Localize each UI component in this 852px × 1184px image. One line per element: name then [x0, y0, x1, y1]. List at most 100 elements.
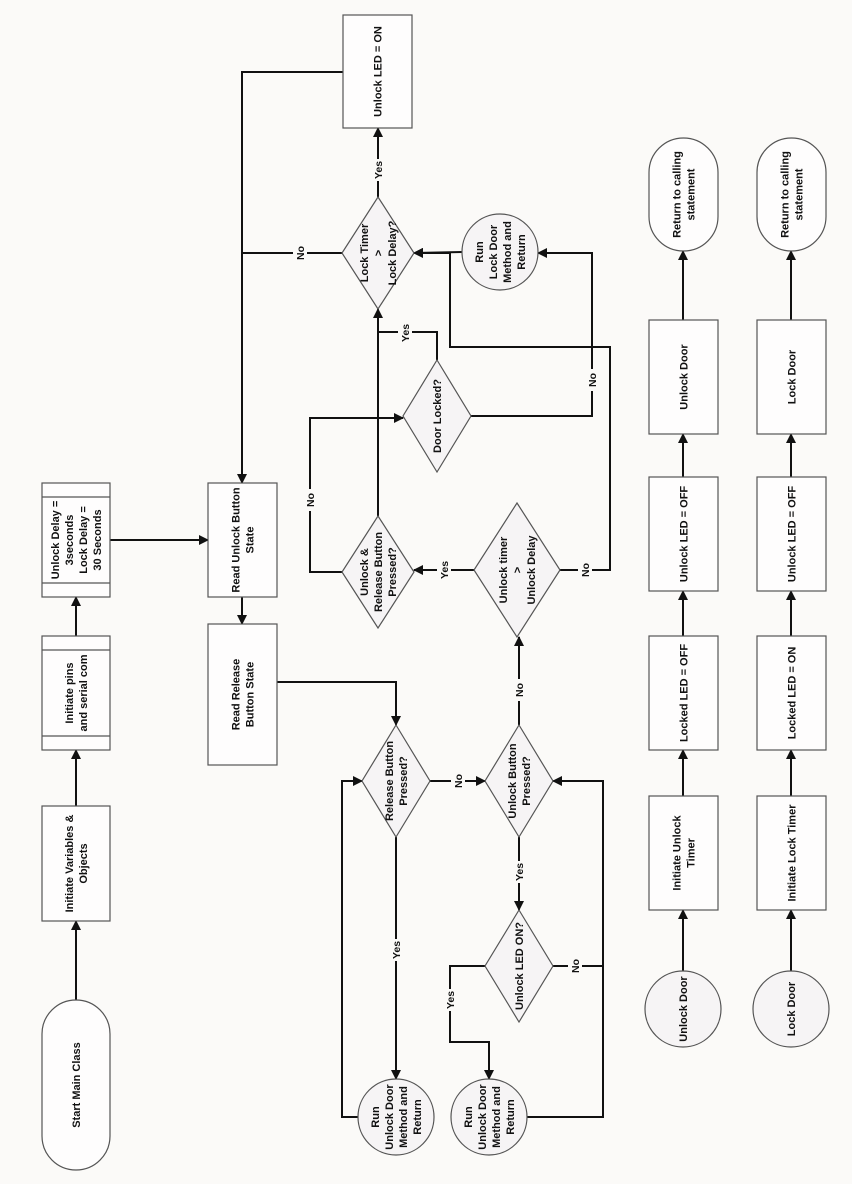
sub-lock-start-node: Lock Door: [752, 970, 830, 1048]
label-line: Initiate Lock Timer: [787, 804, 799, 902]
edge-label-yes: Yes: [373, 161, 385, 179]
label-line: Initiate Variables &: [64, 815, 76, 913]
label-line: Initiate Unlock: [672, 815, 684, 891]
label-line: Timer: [686, 837, 698, 867]
label-line: statement: [794, 168, 806, 220]
label-line: Pressed?: [398, 756, 410, 806]
edge-label-no: No: [580, 563, 592, 577]
edge-label-no: No: [570, 959, 582, 973]
door-locked-yes-arrow: [378, 331, 438, 360]
label-line: statement: [686, 168, 698, 220]
sub-unlock-unlock-led-label: Unlock LED = OFF: [679, 486, 691, 583]
start-label: Start Main Class: [71, 1042, 83, 1128]
unlock-led-on-q-label: Unlock LED ON?: [514, 922, 526, 1010]
label-line: Unlock Button: [507, 743, 519, 818]
label-line: Return to calling: [672, 151, 684, 238]
sub-lock-action-node: Lock Door: [756, 319, 827, 435]
label-line: Unlock LED = OFF: [787, 486, 799, 583]
label-line: Objects: [78, 843, 90, 883]
label-line: Lock Door: [787, 349, 799, 404]
sub-lock-unlock-led-label: Unlock LED = OFF: [787, 486, 799, 583]
label-line: Unlock Door: [678, 976, 690, 1042]
label-line: Unlock Door: [477, 1084, 489, 1150]
label-line: Unlock Door: [384, 1084, 396, 1150]
unlock-led-yes-arrow: [449, 965, 494, 1080]
label-line: >: [512, 567, 524, 573]
connectors: [71, 71, 796, 1118]
door-locked-no-arrow: [471, 248, 593, 417]
sub-unlock-locked-led-label: Locked LED = OFF: [679, 644, 691, 742]
lock-timer-q-node: Lock Timer>Lock Delay?: [341, 195, 415, 311]
label-line: Read Unlock Button: [231, 487, 243, 592]
label-line: Method and: [398, 1086, 410, 1148]
edge-label-no: No: [514, 683, 526, 697]
sub-lock-timer-label: Initiate Lock Timer: [787, 804, 799, 902]
edge-label-no: No: [453, 774, 465, 788]
read-release-to-release-pressed-arrow: [277, 681, 401, 726]
sub-lock-locked-led-node: Locked LED = ON: [756, 635, 827, 751]
label-line: Unlock Delay: [526, 535, 538, 605]
label-line: State: [245, 527, 257, 554]
label-line: Lock Delay =: [78, 506, 90, 574]
sub-unlock-start-node: Unlock Door: [644, 970, 722, 1048]
sub-lock-timer-node: Initiate Lock Timer: [756, 795, 827, 911]
label-line: Run: [463, 1106, 475, 1128]
label-line: Run: [370, 1106, 382, 1128]
sub-unlock-action-label: Unlock Door: [679, 344, 691, 410]
unlock-timer-q-node: Unlock timer>Unlock Delay: [473, 501, 561, 639]
sub-unlock-unlock-led-node: Unlock LED = OFF: [648, 476, 719, 592]
unlock-led-on-label: Unlock LED = ON: [373, 26, 385, 117]
run-lock-to-lock-timer-arrow: [413, 247, 463, 258]
sub-lock-unlock-led-node: Unlock LED = OFF: [756, 476, 827, 592]
edge-label-yes: Yes: [400, 324, 412, 342]
label-line: Start Main Class: [71, 1042, 83, 1128]
label-line: Unlock LED ON?: [514, 922, 526, 1010]
label-line: Method and: [491, 1086, 503, 1148]
edge-label-yes: Yes: [439, 561, 451, 579]
label-line: Pressed?: [521, 756, 533, 806]
label-line: Lock Door: [488, 224, 500, 279]
edge-label-yes: Yes: [391, 941, 403, 959]
edge-label-no: No: [587, 373, 599, 387]
label-line: Pressed?: [387, 547, 399, 597]
init-vars-label: Initiate Variables &Objects: [64, 815, 90, 913]
label-line: Unlock Delay =: [50, 501, 62, 580]
label-line: Return to calling: [780, 151, 792, 238]
unlock-led-on-node: Unlock LED = ON: [342, 14, 413, 129]
label-line: Lock Delay?: [387, 220, 399, 285]
run-unlock-2-loop-arrow: [527, 776, 604, 1118]
unlock-on-to-read-unlock-arrow: [237, 71, 343, 484]
init-vars-node: Initiate Variables &Objects: [41, 805, 111, 922]
nodes: Start Main Class Initiate Variables &Obje…: [41, 14, 830, 1171]
label-line: 3seconds: [64, 515, 76, 566]
start-node: Start Main Class: [41, 999, 111, 1171]
sub-unlock-action-node: Unlock Door: [648, 319, 719, 435]
label-line: Initiate pins: [64, 662, 76, 723]
label-line: Unlock timer: [498, 536, 510, 603]
unlock-timer-q-label: Unlock timer>Unlock Delay: [498, 535, 538, 605]
sub-lock-action-label: Lock Door: [787, 349, 799, 404]
